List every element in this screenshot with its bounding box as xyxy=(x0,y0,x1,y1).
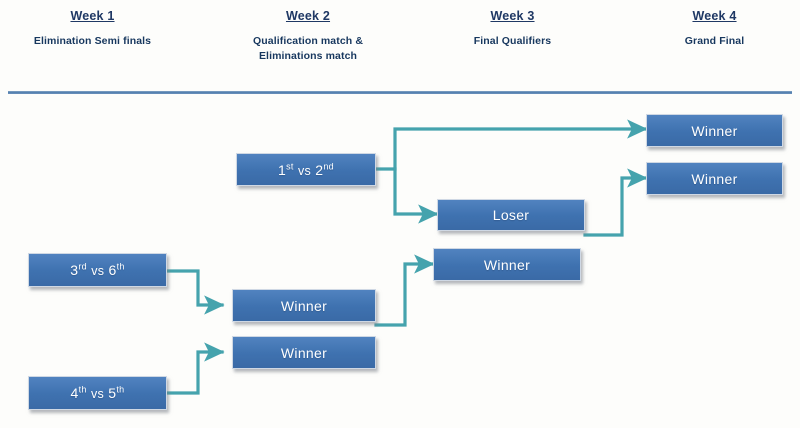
match-box-w3-winner[interactable]: Winner xyxy=(433,248,581,281)
match-label: Loser xyxy=(492,207,530,223)
header-week-2: Week 2 Qualification match & Elimination… xyxy=(218,8,398,64)
week-title: Week 2 xyxy=(285,9,331,23)
connector-loser-to-w4bot xyxy=(583,168,648,237)
match-box-w2-winner-top[interactable]: Winner xyxy=(232,289,376,322)
week-subtitle: Elimination Semi finals xyxy=(33,35,152,47)
match-box-w1-3rd-vs-6th[interactable]: 3rd vs 6th xyxy=(28,253,167,287)
week-title: Week 4 xyxy=(692,9,737,23)
week-subtitle: Final Qualifiers xyxy=(473,35,552,47)
match-box-w1-4th-vs-5th[interactable]: 4th vs 5th xyxy=(28,376,167,410)
match-box-w3-loser[interactable]: Loser xyxy=(437,199,585,231)
header-week-4: Week 4 Grand Final xyxy=(632,8,797,49)
match-box-w4-winner-top[interactable]: Winner xyxy=(646,114,783,147)
connector-w2-to-w3winner xyxy=(374,254,435,327)
connector-w1bot-to-w2bot xyxy=(165,342,225,395)
match-box-w4-winner-bottom[interactable]: Winner xyxy=(646,162,783,195)
header-week-1: Week 1 Elimination Semi finals xyxy=(0,8,185,49)
week-subtitle: Qualification match & Eliminations match xyxy=(252,35,364,62)
week-subtitle: Grand Final xyxy=(684,35,745,47)
week-title: Week 3 xyxy=(490,9,535,23)
match-label: 1st vs 2nd xyxy=(278,160,334,178)
match-label: Winner xyxy=(691,170,738,187)
header-week-3: Week 3 Final Qualifiers xyxy=(425,8,600,49)
connector-w1top-to-w2mid xyxy=(165,269,225,315)
match-label: Winner xyxy=(280,344,328,361)
match-label: Winner xyxy=(483,256,531,273)
match-label: Winner xyxy=(691,122,738,139)
header-divider xyxy=(8,91,792,94)
connector-w2top-to-w4top xyxy=(374,119,648,171)
week-title: Week 1 xyxy=(70,9,115,23)
match-box-w2-winner-bottom[interactable]: Winner xyxy=(232,336,376,369)
match-label: Winner xyxy=(280,297,328,314)
match-box-w2-1st-vs-2nd[interactable]: 1st vs 2nd xyxy=(236,153,376,186)
match-label: 3rd vs 6th xyxy=(70,261,125,278)
match-label: 4th vs 5th xyxy=(70,384,125,401)
connector-w2top-to-loser xyxy=(393,167,439,224)
